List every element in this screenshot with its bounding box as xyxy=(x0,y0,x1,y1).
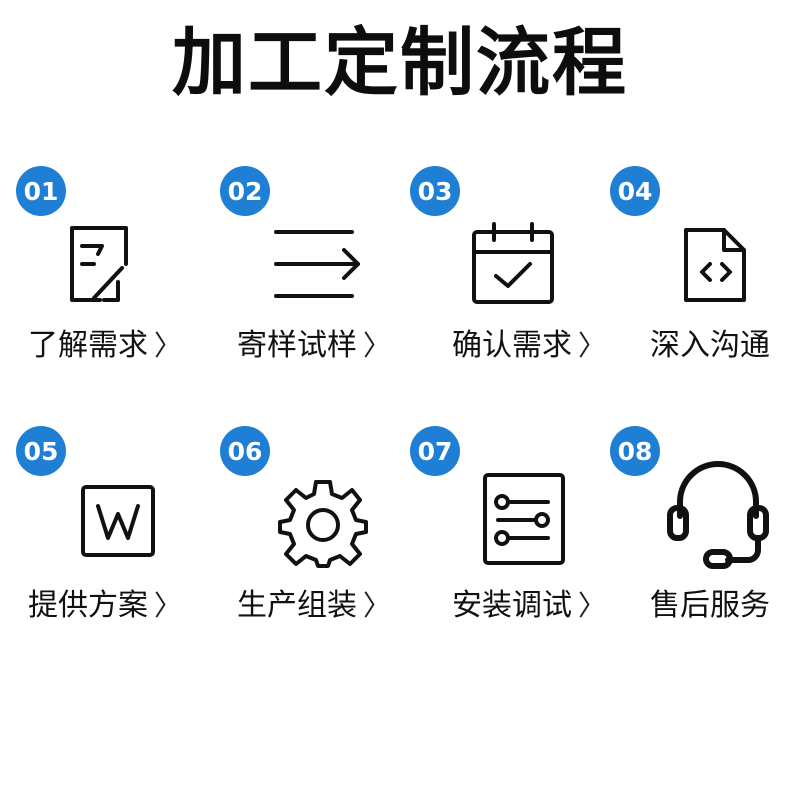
word-document-icon xyxy=(80,484,156,558)
step-number-badge: 03 xyxy=(410,166,460,216)
step-number-badge: 07 xyxy=(410,426,460,476)
headset-icon xyxy=(666,456,770,572)
chevron-right-icon: 〉 xyxy=(363,329,392,362)
step-number-badge: 06 xyxy=(220,426,270,476)
step-label: 生产组装〉 xyxy=(237,588,392,623)
chevron-right-icon: 〉 xyxy=(154,329,183,362)
arrow-right-lines-icon xyxy=(272,226,364,302)
chevron-right-icon: 〉 xyxy=(578,329,607,362)
step-label: 确认需求〉 xyxy=(452,328,607,363)
step-number-badge: 08 xyxy=(610,426,660,476)
chevron-right-icon: 〉 xyxy=(154,589,183,622)
step-number-badge: 05 xyxy=(16,426,66,476)
form-edit-icon xyxy=(64,224,134,304)
chevron-right-icon: 〉 xyxy=(578,589,607,622)
page-title: 加工定制流程 xyxy=(172,20,628,106)
chevron-right-icon: 〉 xyxy=(363,589,392,622)
step-number-badge: 04 xyxy=(610,166,660,216)
step-number-badge: 02 xyxy=(220,166,270,216)
step-label: 寄样试样〉 xyxy=(237,328,392,363)
code-file-icon xyxy=(682,226,748,304)
step-label: 了解需求〉 xyxy=(28,328,183,363)
step-number-badge: 01 xyxy=(16,166,66,216)
settings-sliders-icon xyxy=(482,472,566,566)
gear-icon xyxy=(278,478,368,568)
calendar-check-icon xyxy=(470,220,556,306)
step-label: 安装调试〉 xyxy=(452,588,607,623)
step-label: 深入沟通 xyxy=(650,328,770,363)
step-label: 提供方案〉 xyxy=(28,588,183,623)
step-label: 售后服务 xyxy=(650,588,770,623)
